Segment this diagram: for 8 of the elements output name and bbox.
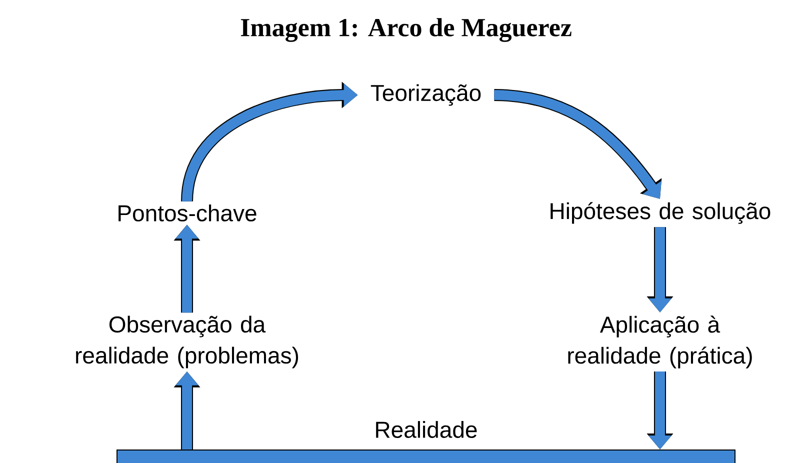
stage-label: Teorização: [370, 84, 481, 106]
stage-label: Pontos-chave: [118, 204, 256, 222]
stage-label: Observação da realidade (problemas): [76, 316, 298, 368]
stage-label: Aplicação à realidade (prática): [568, 316, 752, 368]
title: Imagem 1: Arco de Maguerez: [240, 18, 572, 42]
node-label: Realidade: [376, 421, 477, 438]
stage-label: Hipóteses de solução: [550, 202, 770, 224]
reality-bar: Realidade: [116, 421, 736, 463]
